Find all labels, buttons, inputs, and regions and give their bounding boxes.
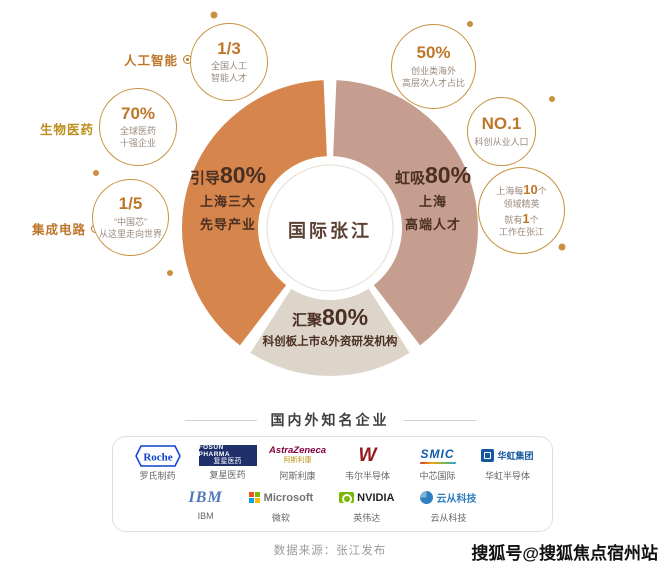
segment-label-institutions: 汇聚80% 科创板上市&外资研发机构 xyxy=(215,306,445,349)
nvidia-eye-icon xyxy=(339,492,355,503)
donut-segment-talent xyxy=(333,80,479,346)
huahong-mark-icon xyxy=(481,449,495,462)
stat-value: 50% xyxy=(416,43,451,63)
ibm-logo: IBM xyxy=(188,488,223,506)
label-artificial-intelligence: 人工智能 xyxy=(124,50,193,69)
company-name: 华虹半导体 xyxy=(484,470,530,481)
stat-circle-ai: 1/3 全国人工 智能人才 xyxy=(190,23,268,101)
company-fosun: FOSUN PHARMA 复星医药 复星医药 xyxy=(193,444,263,481)
company-nvidia: NVIDIA 英伟达 xyxy=(339,487,394,524)
segment-sub-text: 高端人才 xyxy=(404,217,461,232)
company-name: IBM xyxy=(197,510,214,521)
center-title: 国际张江 xyxy=(288,221,372,241)
divider-line xyxy=(184,419,257,421)
companies-panel: Roche 罗氏制药 FOSUN PHARMA 复星医药 复星医药 AstraZ… xyxy=(112,436,553,532)
segment-sub-text: 先导产业 xyxy=(199,217,256,232)
stat-circle-one-in-ten: 上海每10个 领域精英 就有1个 工作在张江 xyxy=(478,167,565,254)
stat-desc: “中国芯” 从这里走向世界 xyxy=(98,216,162,239)
microsoft-logo: Microsoft xyxy=(248,487,313,509)
segment-sub-text: 科创板上市&外资研发机构 xyxy=(262,336,398,348)
stat-value: 1/3 xyxy=(217,38,241,58)
donut-segment-institutions xyxy=(250,288,410,376)
stat-circle-overseas-talent: 50% 创业类海外 高层次人才占比 xyxy=(391,24,476,109)
stat-desc: 全国人工 智能人才 xyxy=(210,61,247,84)
company-name: 中芯国际 xyxy=(419,470,456,481)
svg-text:Roche: Roche xyxy=(143,451,172,463)
fosun-logo: FOSUN PHARMA 复星医药 xyxy=(198,444,257,466)
stat-prefix: 汇聚 xyxy=(291,312,322,329)
company-name: 阿斯利康 xyxy=(279,470,316,481)
stat-value: 70% xyxy=(120,103,156,123)
stat-circle-no1: NO.1 科创从业人口 xyxy=(467,97,536,166)
center-disc xyxy=(274,172,386,284)
stat-desc: 全球医药 十强企业 xyxy=(119,126,156,149)
decor-dot xyxy=(93,170,99,176)
company-smic: SMIC 中芯国际 xyxy=(403,445,473,482)
company-name: 云从科技 xyxy=(430,512,467,523)
category-label-text: 集成电路 xyxy=(32,223,87,237)
stat-desc: 创业类海外 高层次人才占比 xyxy=(401,65,465,88)
roche-hexagon-icon: Roche xyxy=(134,444,181,467)
stat-value: 80% xyxy=(321,304,369,330)
company-name: 韦尔半导体 xyxy=(344,470,390,481)
stat-value: 1/5 xyxy=(118,194,143,214)
highlight-number: 1 xyxy=(522,210,530,226)
company-name: 微软 xyxy=(271,512,290,523)
cloudwalk-logo: 云从科技 xyxy=(420,487,476,509)
company-ibm: IBM IBM xyxy=(189,487,223,521)
willsemi-logo: W xyxy=(358,445,377,466)
decor-dot xyxy=(167,270,173,276)
stat-prefix: 引导 xyxy=(189,170,220,187)
data-source-caption: 数据来源：张江发布 xyxy=(273,545,387,557)
smic-rainbow-bar-icon xyxy=(419,461,456,465)
stat-desc: 科创从业人口 xyxy=(474,136,529,147)
company-astrazeneca: AstraZeneca 阿斯利康 阿斯利康 xyxy=(263,445,333,482)
company-name: 英伟达 xyxy=(353,512,381,523)
donut-segment-industries xyxy=(181,80,327,346)
segment-label-talent: 虹吸80% 上海 高端人才 xyxy=(372,164,494,233)
segment-label-industries: 引导80% 上海三大 先导产业 xyxy=(168,164,288,233)
company-huahong: 华虹集团 华虹半导体 xyxy=(473,445,543,482)
cloudwalk-mark-icon xyxy=(420,491,434,504)
huahong-logo: 华虹集团 xyxy=(481,445,534,467)
astrazeneca-logo: AstraZeneca 阿斯利康 xyxy=(268,445,327,464)
stat-prefix: 虹吸 xyxy=(394,170,425,187)
decor-dot xyxy=(558,243,566,251)
watermark-text: 搜狐号@搜狐焦点宿州站 xyxy=(471,544,658,563)
label-biomedicine: 生物医药 xyxy=(40,119,109,138)
company-name: 复星医药 xyxy=(209,469,246,480)
category-label-text: 人工智能 xyxy=(124,54,179,68)
divider-line xyxy=(403,419,476,421)
nvidia-logo: NVIDIA xyxy=(339,487,394,509)
stat-value: NO.1 xyxy=(481,114,522,134)
category-label-text: 生物医药 xyxy=(40,123,95,137)
segment-sub-text: 上海 xyxy=(418,194,447,209)
stat-circle-biomedicine: 70% 全球医药 十强企业 xyxy=(99,88,177,166)
highlight-number: 10 xyxy=(523,181,538,197)
companies-header: 国内外知名企业 xyxy=(0,410,660,430)
microsoft-squares-icon xyxy=(248,492,260,503)
decor-dot xyxy=(549,96,555,102)
decor-dot xyxy=(467,21,473,27)
company-roche: Roche 罗氏制药 xyxy=(123,444,193,482)
label-integrated-circuits: 集成电路 xyxy=(32,219,101,238)
roche-logo: Roche xyxy=(134,444,181,467)
stat-value: 80% xyxy=(219,162,267,188)
companies-title: 国内外知名企业 xyxy=(270,412,390,428)
stat-value: 80% xyxy=(424,162,472,188)
stat-circle-chips: 1/5 “中国芯” 从这里走向世界 xyxy=(92,179,169,256)
company-willsemi: W 韦尔半导体 xyxy=(333,445,403,482)
company-cloudwalk: 云从科技 云从科技 xyxy=(420,487,476,524)
decor-dot xyxy=(210,11,218,19)
company-microsoft: Microsoft 微软 xyxy=(248,487,313,524)
smic-logo: SMIC xyxy=(419,445,456,467)
company-name: 罗氏制药 xyxy=(139,470,176,481)
segment-sub-text: 上海三大 xyxy=(199,194,256,209)
